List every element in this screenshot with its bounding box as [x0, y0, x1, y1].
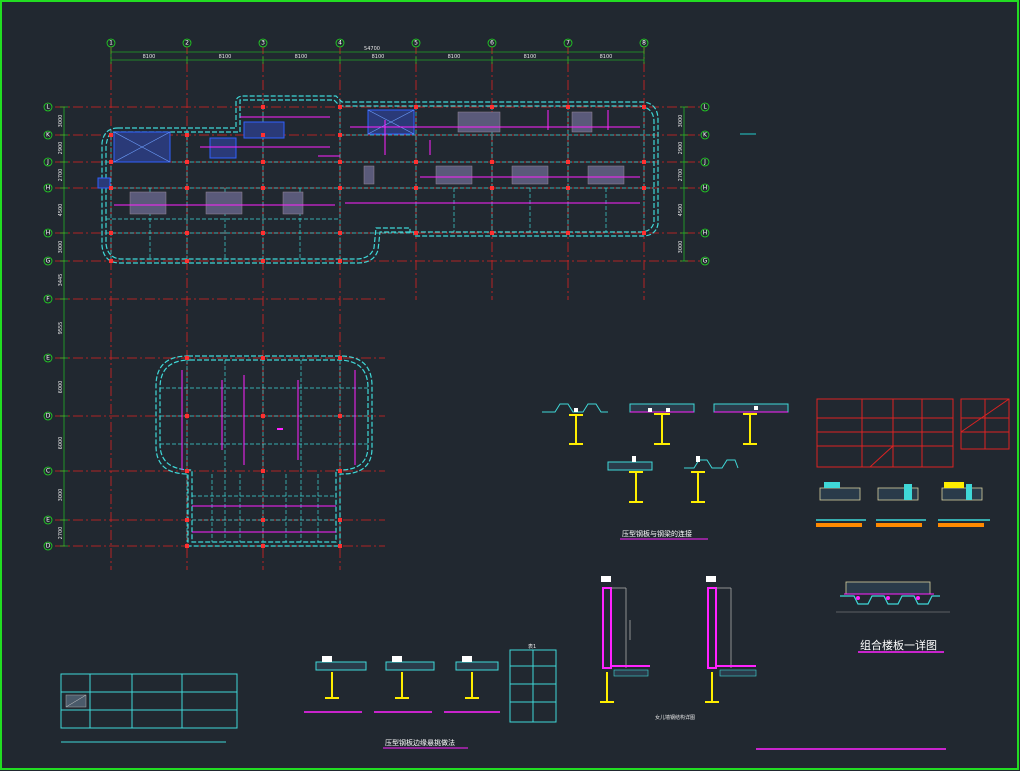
legend-table [60, 673, 238, 743]
row-spacing-lower-5: 3000 [58, 489, 64, 502]
row-spacing-lower-2: 9555 [58, 322, 64, 335]
schedule-table [816, 398, 1010, 468]
column-axis-5: 5 [414, 40, 418, 47]
overall-dimension: 54700 [364, 46, 380, 52]
slab-section-details [816, 482, 990, 527]
column-axis-2: 2 [185, 40, 189, 47]
table-1-label: 表1 [528, 643, 536, 650]
row-spacing-lower-6: 2700 [58, 527, 64, 540]
composite-slab-detail: 组合楼板一详图 [756, 581, 950, 750]
row-axis-right-6: G [703, 258, 708, 265]
column-axis-3: 3 [261, 40, 265, 47]
row-axis-left-10: C [46, 468, 50, 475]
caption-composite-slab: 组合楼板一详图 [860, 638, 937, 652]
upper-floor-plan: 54700 8100 8100 8100 8100 8100 8100 8100… [43, 38, 756, 570]
row-spacing-right-4: 4500 [678, 204, 684, 217]
row-axis-left-9: D [46, 413, 51, 420]
row-spacing-right-3: 2700 [678, 169, 684, 182]
column-axis-1: 1 [109, 40, 113, 47]
row-spacing-right-5: 3000 [678, 241, 684, 254]
lower-floor-plan [155, 355, 373, 548]
column-spacing-2: 8100 [219, 54, 232, 60]
column-spacing-4: 8100 [372, 54, 385, 60]
row-axis-left-3: J [46, 159, 49, 166]
row-axis-left-11: E [46, 517, 50, 524]
row-axis-left-1: L [46, 104, 50, 111]
column-spacing-1: 8100 [143, 54, 156, 60]
column-spacing-3: 8100 [295, 54, 308, 60]
row-spacing-lower-4: 6000 [58, 437, 64, 450]
row-spacing-right-1: 3000 [678, 115, 684, 128]
caption-edge-detail: 压型钢板边缘悬挑做法 [385, 738, 455, 747]
column-axis-6: 6 [490, 40, 494, 47]
row-axis-right-5: H [703, 230, 708, 237]
row-axis-right-4: H [703, 185, 708, 192]
caption-beam-connection: 压型钢板与钢梁的连接 [622, 529, 692, 538]
row-axis-left-8: E [46, 355, 50, 362]
table-1 [509, 649, 557, 723]
row-axis-right-2: K [703, 132, 708, 139]
row-spacing-lower-1: 3445 [58, 274, 64, 287]
column-axis-4: 4 [338, 40, 342, 47]
row-axis-left-4: H [46, 185, 51, 192]
row-spacing-upper-5: 3000 [58, 241, 64, 254]
row-axis-left-12: D [46, 543, 51, 550]
row-axis-left-5: H [46, 230, 51, 237]
column-axis-8: 8 [642, 40, 646, 47]
column-axis-7: 7 [566, 40, 570, 47]
column-spacing-5: 8100 [448, 54, 461, 60]
row-axis-left-2: K [46, 132, 51, 139]
edge-cantilever-details: 压型钢板边缘悬挑做法 [304, 656, 500, 749]
row-spacing-upper-2: 2900 [58, 142, 64, 155]
row-axis-right-1: L [703, 104, 707, 111]
parapet-details: 女儿墙钢结构详图 [600, 576, 757, 721]
column-spacing-7: 8100 [600, 54, 613, 60]
row-axis-left-7: F [46, 296, 50, 303]
beam-connection-details: 压型钢板与钢梁的连接 [542, 403, 789, 540]
caption-parapet: 女儿墙钢结构详图 [655, 714, 695, 721]
row-axis-right-3: J [703, 159, 706, 166]
row-spacing-upper-1: 3000 [58, 115, 64, 128]
row-spacing-upper-4: 4500 [58, 204, 64, 217]
row-axis-left-6: G [46, 258, 51, 265]
column-spacing-6: 8100 [524, 54, 537, 60]
row-spacing-lower-3: 6000 [58, 381, 64, 394]
row-spacing-right-2: 2900 [678, 142, 684, 155]
row-spacing-upper-3: 2700 [58, 169, 64, 182]
